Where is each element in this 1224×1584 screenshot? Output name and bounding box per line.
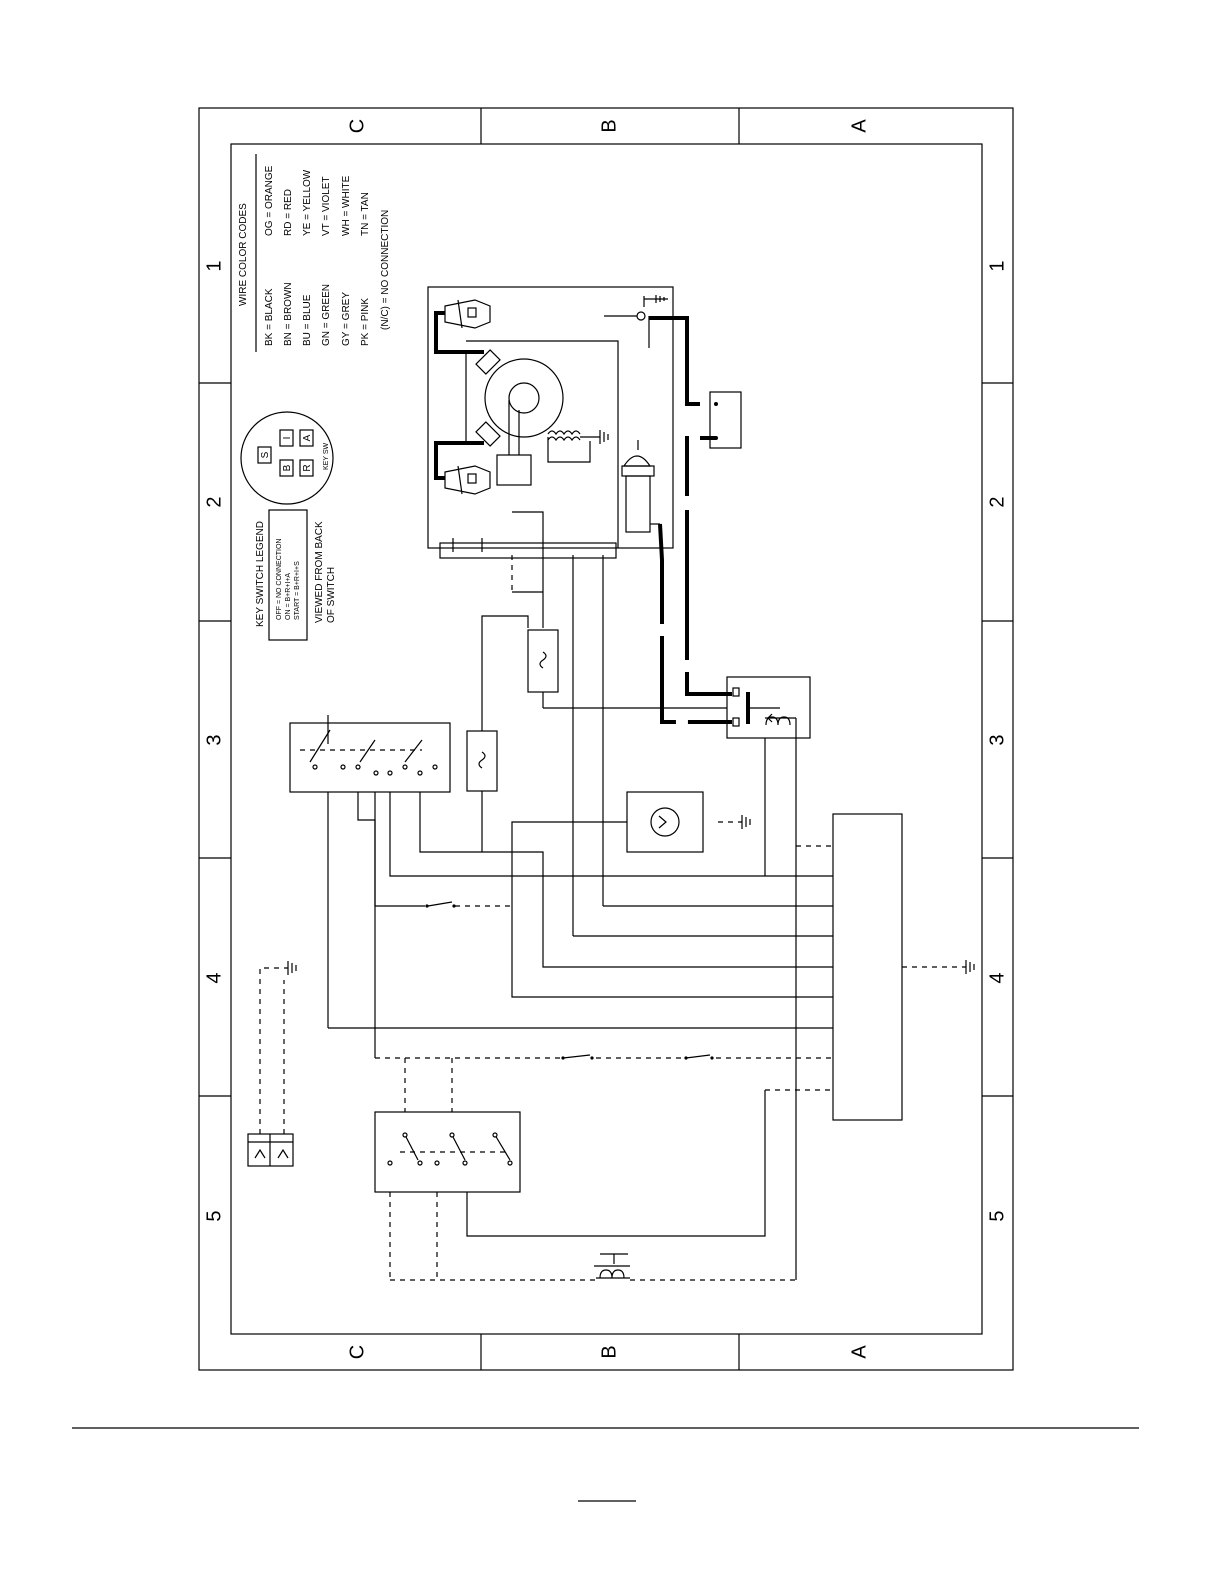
module-ground: [902, 960, 975, 974]
code-right-2: RD = RED: [283, 189, 294, 236]
fuse-upper: [527, 629, 559, 693]
zone-row-1-left: 1: [203, 260, 225, 271]
code-left-4: GN = GREEN: [321, 284, 332, 346]
zone-col-c-top: C: [346, 119, 368, 133]
zone-row-4-left: 4: [203, 972, 225, 983]
zone-col-b-top: B: [598, 119, 620, 132]
key-sw-caption: KEY SW: [323, 443, 330, 470]
key-terminal-a: A: [302, 434, 313, 441]
zone-row-3-left: 3: [203, 734, 225, 745]
control-module: [832, 813, 903, 1121]
code-left-3: BU = BLUE: [302, 294, 313, 346]
battery-cables: [649, 316, 732, 724]
fuse-middle: [466, 730, 498, 792]
connector-two-pin: [247, 1133, 294, 1167]
zone-col-a-bottom: A: [848, 1345, 870, 1359]
key-terminal-r: R: [302, 464, 313, 471]
zone-row-2-left: 2: [203, 496, 225, 507]
zone-row-1-right: 1: [986, 260, 1008, 271]
legend-start: START = B+R+I+S: [294, 561, 301, 620]
zone-row-2-right: 2: [986, 496, 1008, 507]
legend-off: OFF = NO CONNECTION: [276, 539, 283, 620]
legend-viewed-2: OF SWITCH: [326, 567, 337, 623]
zone-row-5-right: 5: [986, 1210, 1008, 1221]
key-terminal-i: I: [282, 437, 293, 440]
zone-col-b-bottom: B: [598, 1345, 620, 1358]
code-right-3: YE = YELLOW: [302, 169, 313, 236]
key-switch-diagram: S I B A R KEY SW: [240, 411, 334, 505]
code-right-1: OG = ORANGE: [264, 165, 275, 236]
code-right-4: VT = VIOLET: [321, 176, 332, 236]
code-left-6: PK = PINK: [360, 298, 371, 346]
code-left-1: BK = BLACK: [264, 288, 275, 346]
legend-on: ON = B+R+I+A: [285, 573, 292, 620]
battery: [700, 391, 742, 449]
code-note: (N/C) = NO CONNECTION: [380, 210, 391, 330]
code-right-5: WH = WHITE: [341, 175, 352, 236]
zone-row-5-left: 5: [203, 1210, 225, 1221]
starter-solenoid: [726, 676, 811, 739]
pto-clutch: [594, 1253, 630, 1279]
zone-col-a-top: A: [848, 119, 870, 133]
wire-color-codes-title: WIRE COLOR CODES: [238, 203, 249, 306]
code-left-5: GY = GREY: [341, 292, 352, 346]
drawing-frame: [198, 107, 1014, 1371]
code-right-6: TN = TAN: [360, 192, 371, 236]
starter-motor: [621, 440, 660, 533]
legend-viewed-1: VIEWED FROM BACK: [314, 521, 325, 623]
zone-row-3-right: 3: [986, 734, 1008, 745]
hour-meter: [626, 791, 751, 853]
code-left-2: BN = BROWN: [283, 282, 294, 346]
zone-col-c-bottom: C: [346, 1345, 368, 1359]
key-terminal-s: S: [260, 451, 271, 458]
key-terminal-b: B: [282, 464, 293, 471]
key-switch: [289, 715, 451, 793]
engine-assembly: [427, 286, 674, 559]
key-switch-legend-title: KEY SWITCH LEGEND: [255, 521, 266, 627]
zone-row-4-right: 4: [986, 972, 1008, 983]
wiring: [259, 511, 833, 1281]
pto-switch: [374, 1111, 521, 1193]
key-switch-legend: KEY SWITCH LEGEND OFF = NO CONNECTION ON…: [255, 509, 337, 641]
spark-plug-bottom: [444, 465, 491, 495]
spark-plug-top: [444, 299, 491, 329]
wire-color-codes: WIRE COLOR CODES BK = BLACK BN = BROWN B…: [238, 154, 391, 352]
zone-labels: C B A C B A 1 2 3 4 5 1 2 3 4 5: [203, 119, 1008, 1360]
